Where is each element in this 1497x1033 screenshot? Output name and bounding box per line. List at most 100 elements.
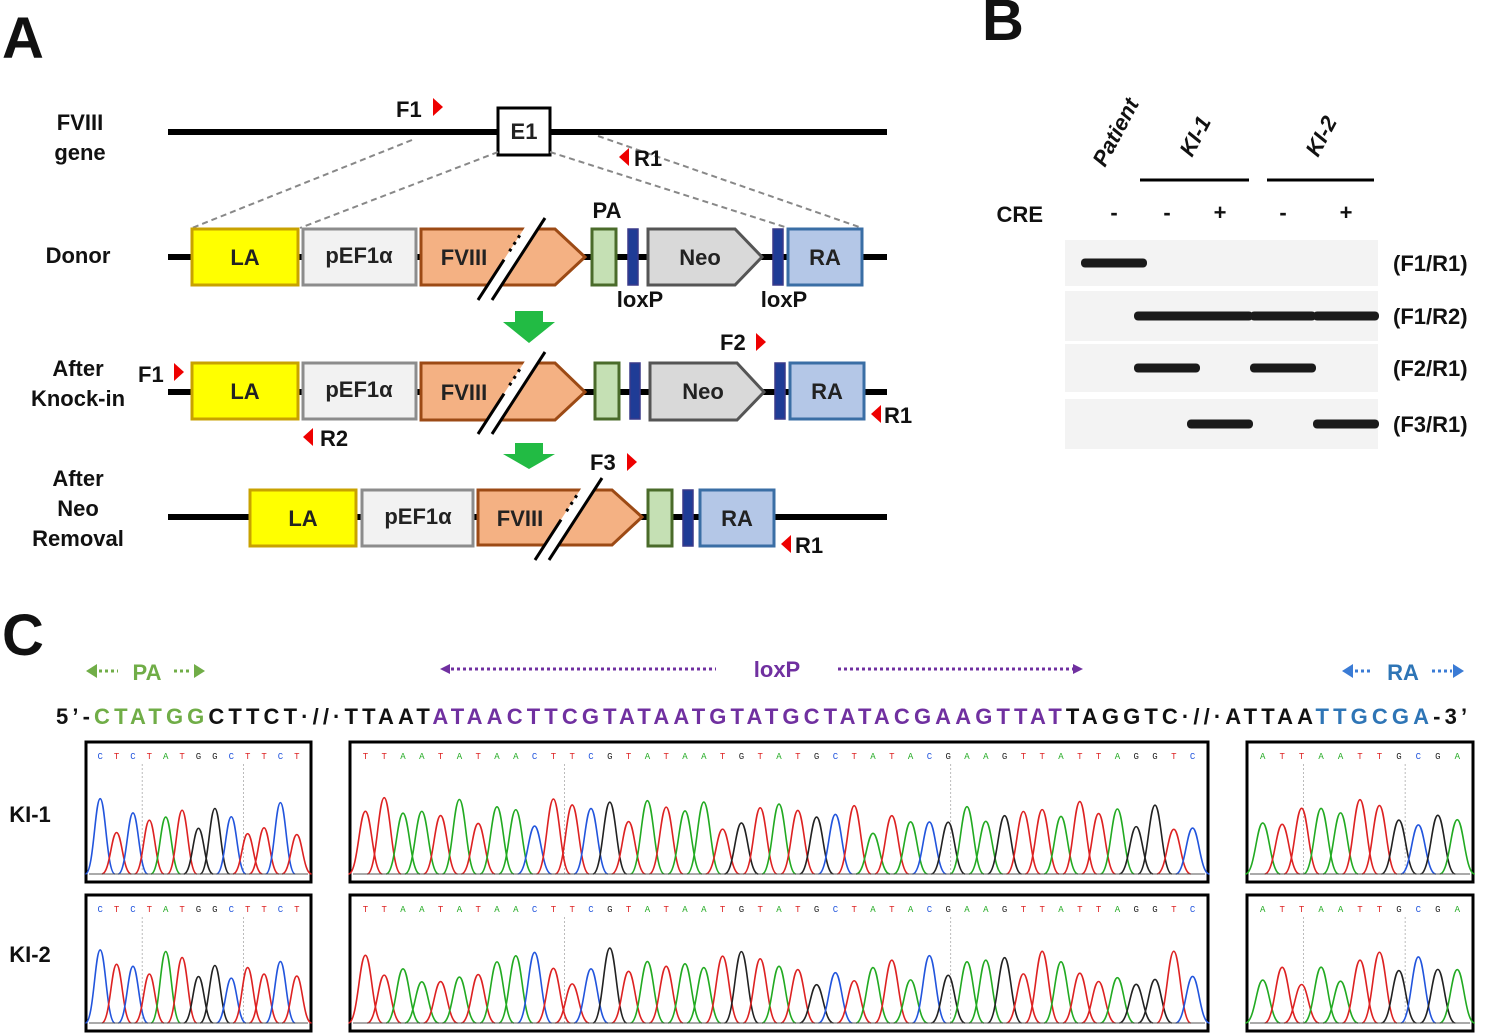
knockin-la-box xyxy=(190,361,300,421)
svg-text:G: G xyxy=(607,905,612,915)
svg-text:T: T xyxy=(179,905,185,915)
svg-text:T: T xyxy=(851,752,857,762)
svg-text:T: T xyxy=(1299,752,1305,762)
primer-pair-label-0: (F1/R1) xyxy=(1393,251,1468,276)
cre-state-1: - xyxy=(1163,200,1170,225)
svg-text:C: C xyxy=(97,752,103,762)
gel-band-r3-l4 xyxy=(1313,419,1379,429)
donor-neo-box xyxy=(646,227,765,287)
gel-band-r2-l1 xyxy=(1134,363,1200,373)
svg-text:T: T xyxy=(1279,752,1285,762)
svg-text:T: T xyxy=(551,752,557,762)
svg-text:T: T xyxy=(851,905,857,915)
primer-f3-label: F3 xyxy=(590,450,616,475)
svg-text:T: T xyxy=(757,752,763,762)
primer-r1-label-gene: R1 xyxy=(634,146,662,171)
svg-text:T: T xyxy=(1357,752,1363,762)
primer-r2-arrow xyxy=(303,428,313,446)
svg-text:T: T xyxy=(1299,905,1305,915)
primer-f2-label: F2 xyxy=(720,330,746,355)
svg-text:T: T xyxy=(475,752,481,762)
svg-text:gene: gene xyxy=(54,140,105,165)
svg-text:C: C xyxy=(1416,905,1422,915)
knockin-fviii-label: FVIII xyxy=(441,380,487,405)
svg-text:A: A xyxy=(163,752,169,762)
svg-text:A: A xyxy=(1058,752,1064,762)
svg-text:C: C xyxy=(532,752,538,762)
svg-text:T: T xyxy=(1357,905,1363,915)
svg-text:A: A xyxy=(1115,752,1121,762)
svg-text:T: T xyxy=(1096,905,1102,915)
donor-ra-box xyxy=(786,227,864,287)
svg-text:C: C xyxy=(229,752,235,762)
ra-region-label: RA xyxy=(1387,660,1419,685)
gel-band-r3-l2 xyxy=(1187,419,1253,429)
svg-text:G: G xyxy=(212,905,217,915)
removal-fviii-break-mark xyxy=(533,474,604,564)
svg-text:T: T xyxy=(147,752,153,762)
cre-state-4: + xyxy=(1340,200,1353,225)
primer-pair-label-1: (F1/R2) xyxy=(1393,304,1468,329)
pa-region-indicator xyxy=(86,664,205,678)
pa-region-label: PA xyxy=(133,660,162,685)
primer-f1-label-gene: F1 xyxy=(396,97,422,122)
svg-text:A: A xyxy=(457,905,463,915)
svg-text:G: G xyxy=(1133,752,1138,762)
svg-text:T: T xyxy=(889,752,895,762)
e1-box xyxy=(496,106,552,157)
primer-f1-arrow-gene xyxy=(433,98,443,116)
svg-text:G: G xyxy=(1396,905,1401,915)
svg-text:T: T xyxy=(569,905,575,915)
e1-label: E1 xyxy=(511,119,538,144)
removal-ra-label: RA xyxy=(721,506,753,531)
svg-text:C: C xyxy=(532,905,538,915)
primer-r1-label-removal: R1 xyxy=(795,533,823,558)
svg-text:A: A xyxy=(682,752,688,762)
svg-text:A: A xyxy=(1058,905,1064,915)
gel-panel: (F1/R1) (F1/R2) (F2/R1) (F3/R1) xyxy=(1065,240,1468,449)
removal-ra-box xyxy=(698,488,776,548)
lane-label-patient: Patient xyxy=(1087,92,1144,170)
row-label-donor: Donor xyxy=(46,243,111,268)
donor-ra-label: RA xyxy=(809,245,841,270)
knockin-loxp-right xyxy=(774,362,786,420)
svg-text:A: A xyxy=(400,905,406,915)
svg-text:T: T xyxy=(1171,752,1177,762)
primer-pair-label-2: (F2/R1) xyxy=(1393,356,1468,381)
cre-state-3: - xyxy=(1279,200,1286,225)
cre-label: CRE xyxy=(997,202,1043,227)
svg-text:C: C xyxy=(1190,905,1196,915)
svg-text:C: C xyxy=(833,905,839,915)
svg-text:FVIII: FVIII xyxy=(57,110,103,135)
svg-text:A: A xyxy=(1318,752,1324,762)
svg-text:G: G xyxy=(196,752,201,762)
svg-text:C: C xyxy=(229,905,235,915)
knockin-pef-box xyxy=(301,361,418,421)
gel-band-r2-l3 xyxy=(1250,363,1316,373)
primer-r1-label-knockin: R1 xyxy=(884,403,912,428)
seq-loxp: ATAACTTCGTATAATGTATGCTATACGAAGTTAT xyxy=(432,704,1062,729)
svg-text:A: A xyxy=(1260,905,1266,915)
svg-text:T: T xyxy=(889,905,895,915)
knockin-pef-label: pEF1α xyxy=(325,377,393,402)
svg-text:A: A xyxy=(1338,905,1344,915)
svg-text:G: G xyxy=(739,752,744,762)
svg-text:A: A xyxy=(701,905,707,915)
svg-text:A: A xyxy=(870,905,876,915)
knockin-loxp-left xyxy=(629,362,641,420)
svg-text:C: C xyxy=(927,905,933,915)
transition-arrow-2 xyxy=(503,443,555,469)
gel-band-r1-l2 xyxy=(1187,311,1253,321)
svg-text:T: T xyxy=(381,752,387,762)
primer-pair-label-3: (F3/R1) xyxy=(1393,412,1468,437)
cre-state-2: + xyxy=(1214,200,1227,225)
lane-label-ki2: KI-2 xyxy=(1300,111,1342,160)
donor-la-box xyxy=(190,227,300,287)
primer-f1-label-knockin: F1 xyxy=(138,362,164,387)
svg-text:T: T xyxy=(1279,905,1285,915)
svg-text:A: A xyxy=(457,752,463,762)
